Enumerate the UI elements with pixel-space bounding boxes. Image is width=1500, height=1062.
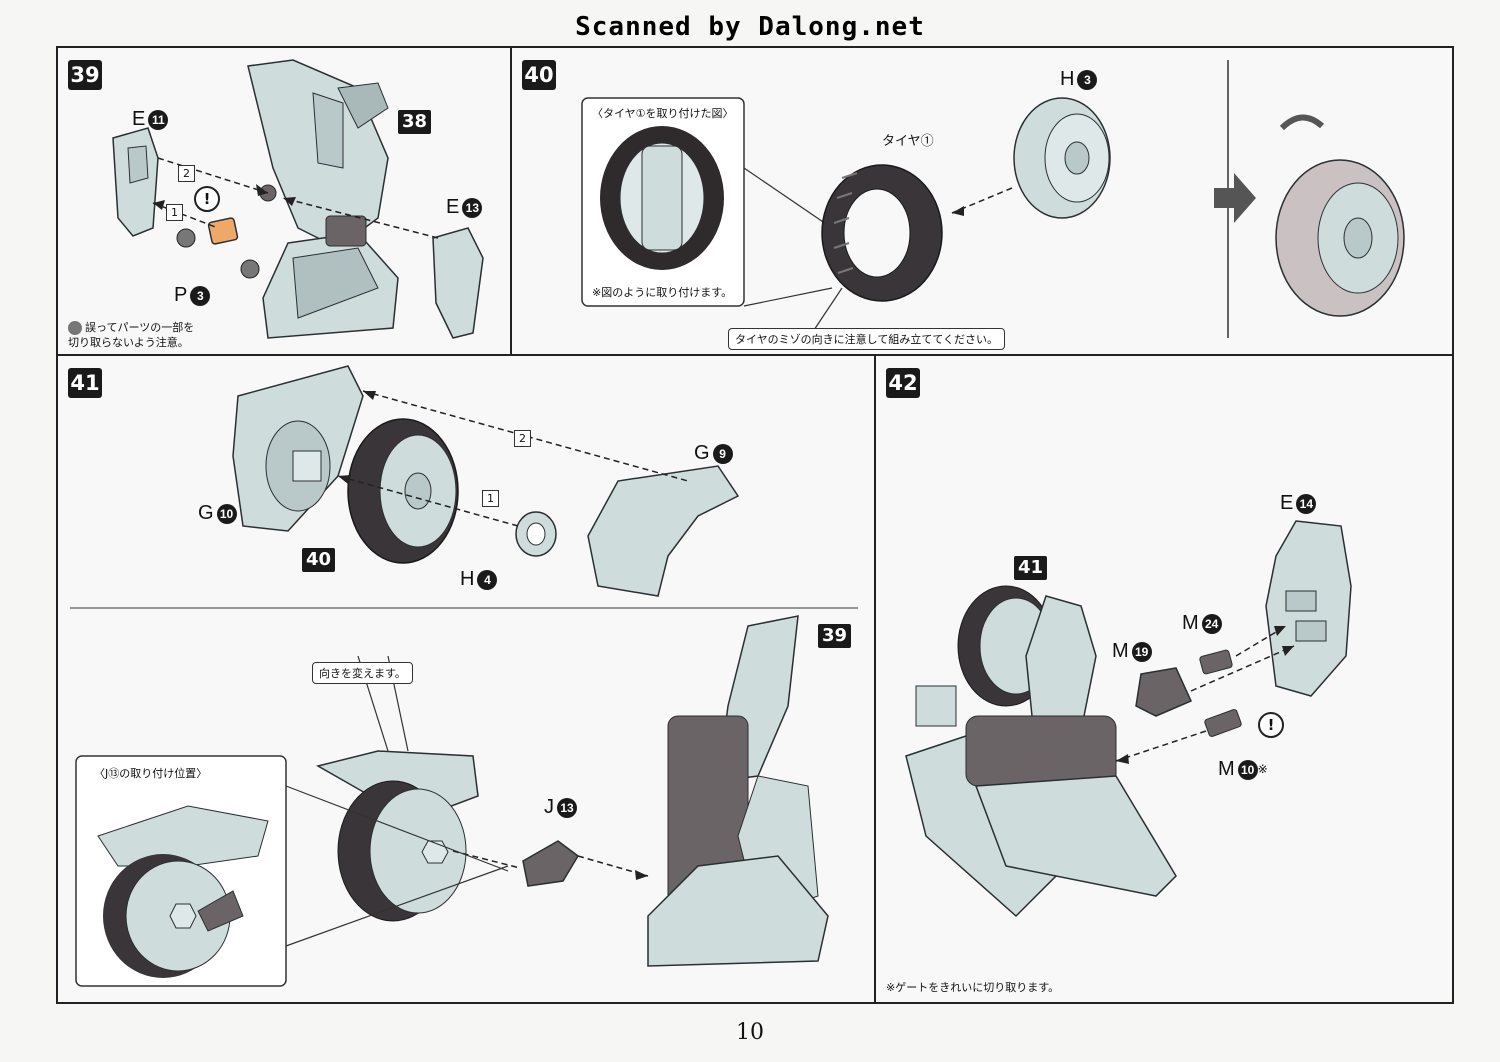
inset-title: 〈タイヤ①を取り付けた図〉 [592,107,734,120]
inset-note: ※図のように取り付けます。 [592,286,733,299]
step-number: 40 [522,60,556,90]
scan-credit: Scanned by Dalong.net [575,12,925,42]
result-arrow-icon [1214,173,1256,223]
nipper-icon [68,321,82,335]
step-42-illustration [905,520,1352,918]
step-41-panel: 41 [56,354,876,1004]
ref-step-39: 39 [818,624,852,648]
step-number: 39 [68,60,102,90]
j13-position-title: 〈J⑬の取り付け位置〉 [94,767,208,780]
part-p3 [207,217,239,245]
nipper-caution-note: 誤ってパーツの一部を 切り取らないよう注意。 [68,321,195,349]
rotate-icon [1279,114,1325,131]
nipper-icon [240,259,260,279]
tire-label: タイヤ① [882,133,934,148]
order-marker-2: 2 [178,165,195,182]
part-m24 [1199,649,1233,675]
part-g9 [587,465,740,597]
order-marker-1: 1 [482,490,499,507]
step-number: 42 [886,368,920,398]
nipper-icon [176,228,196,248]
ref-step-38: 38 [398,110,432,134]
warning-icon: ! [194,186,220,212]
step-40-illustration [581,60,1405,349]
step-41-illustration [70,365,858,987]
turn-around-note: 向きを変えます。 [312,662,413,684]
warning-icon: ! [1258,712,1284,738]
order-marker-1: 1 [166,204,183,221]
part-e11 [112,127,159,237]
part-e13 [432,227,484,339]
ref-step-40: 40 [302,548,336,572]
part-m10 [1204,709,1242,737]
part-m19 [1135,667,1192,717]
groove-direction-note: タイヤのミゾの向きに注意して組み立ててください。 [728,328,1006,350]
step-39-illustration [112,59,484,339]
ref-step-41: 41 [1014,556,1048,580]
step-number: 41 [68,368,102,398]
order-marker-2: 2 [514,430,531,447]
page-number: 10 [736,1020,764,1045]
gate-trim-note: ※ゲートをきれいに切り取ります。 [886,981,1060,994]
part-j13 [522,840,579,887]
